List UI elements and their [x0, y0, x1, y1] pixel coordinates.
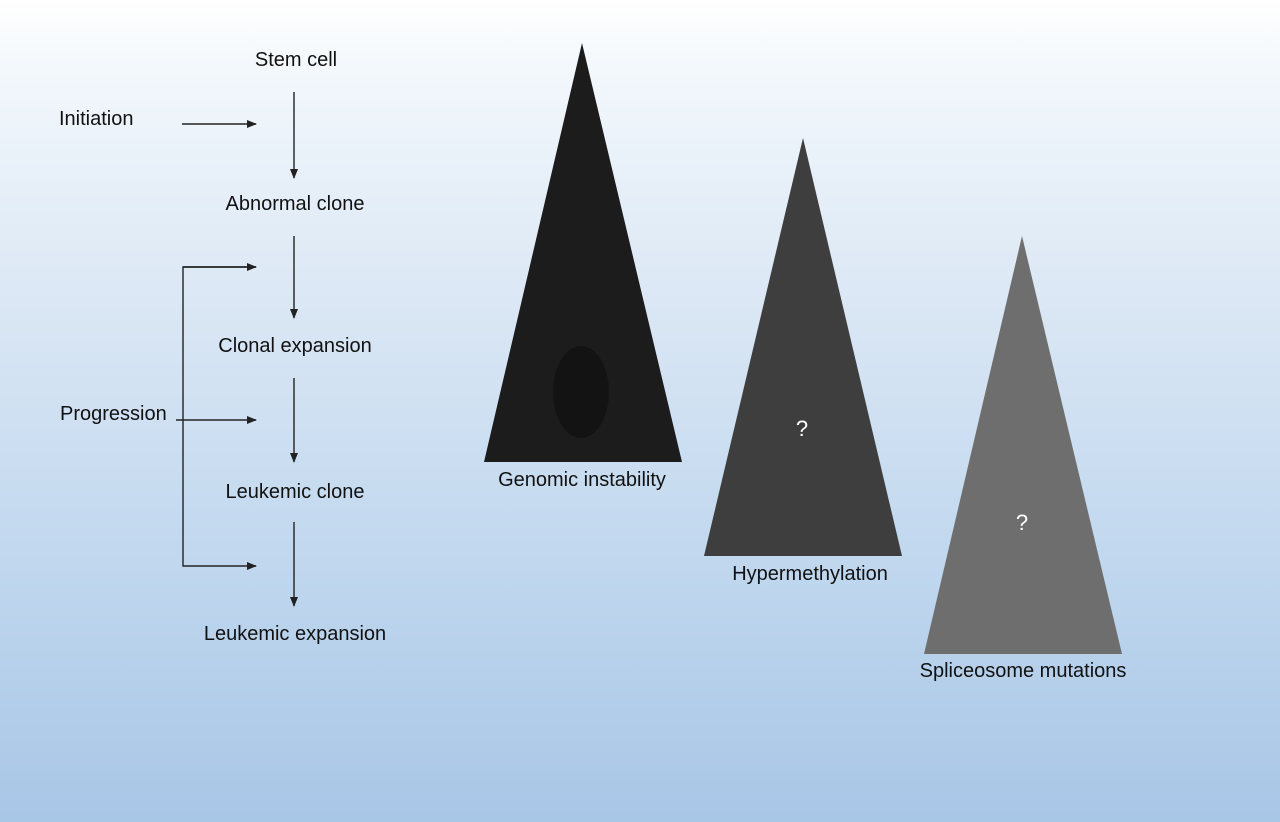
pyramid-genomic-instability — [484, 43, 682, 462]
question-mark-hypermethylation: ? — [795, 416, 809, 441]
pyramid-spliceosome-mutations — [924, 236, 1122, 654]
step-leukemic-clone: Leukemic clone — [225, 481, 365, 503]
step-leukemic-expansion: Leukemic expansion — [203, 623, 387, 645]
step-clonal-expansion: Clonal expansion — [218, 335, 372, 357]
progression-bracket — [182, 266, 257, 570]
initiation-label: Initiation — [59, 108, 134, 130]
pyramid-label-spliceosome-mutations: Spliceosome mutations — [919, 660, 1127, 682]
pyramid-hypermethylation — [704, 138, 902, 556]
progression-label: Progression — [60, 403, 167, 425]
question-mark-spliceosome: ? — [1015, 510, 1029, 535]
pyramid-label-genomic-instability: Genomic instability — [498, 469, 666, 491]
step-stem-cell: Stem cell — [254, 49, 338, 71]
pyramid-label-hypermethylation: Hypermethylation — [732, 563, 888, 585]
pyramid-shading — [553, 346, 609, 438]
step-abnormal-clone: Abnormal clone — [225, 193, 365, 215]
